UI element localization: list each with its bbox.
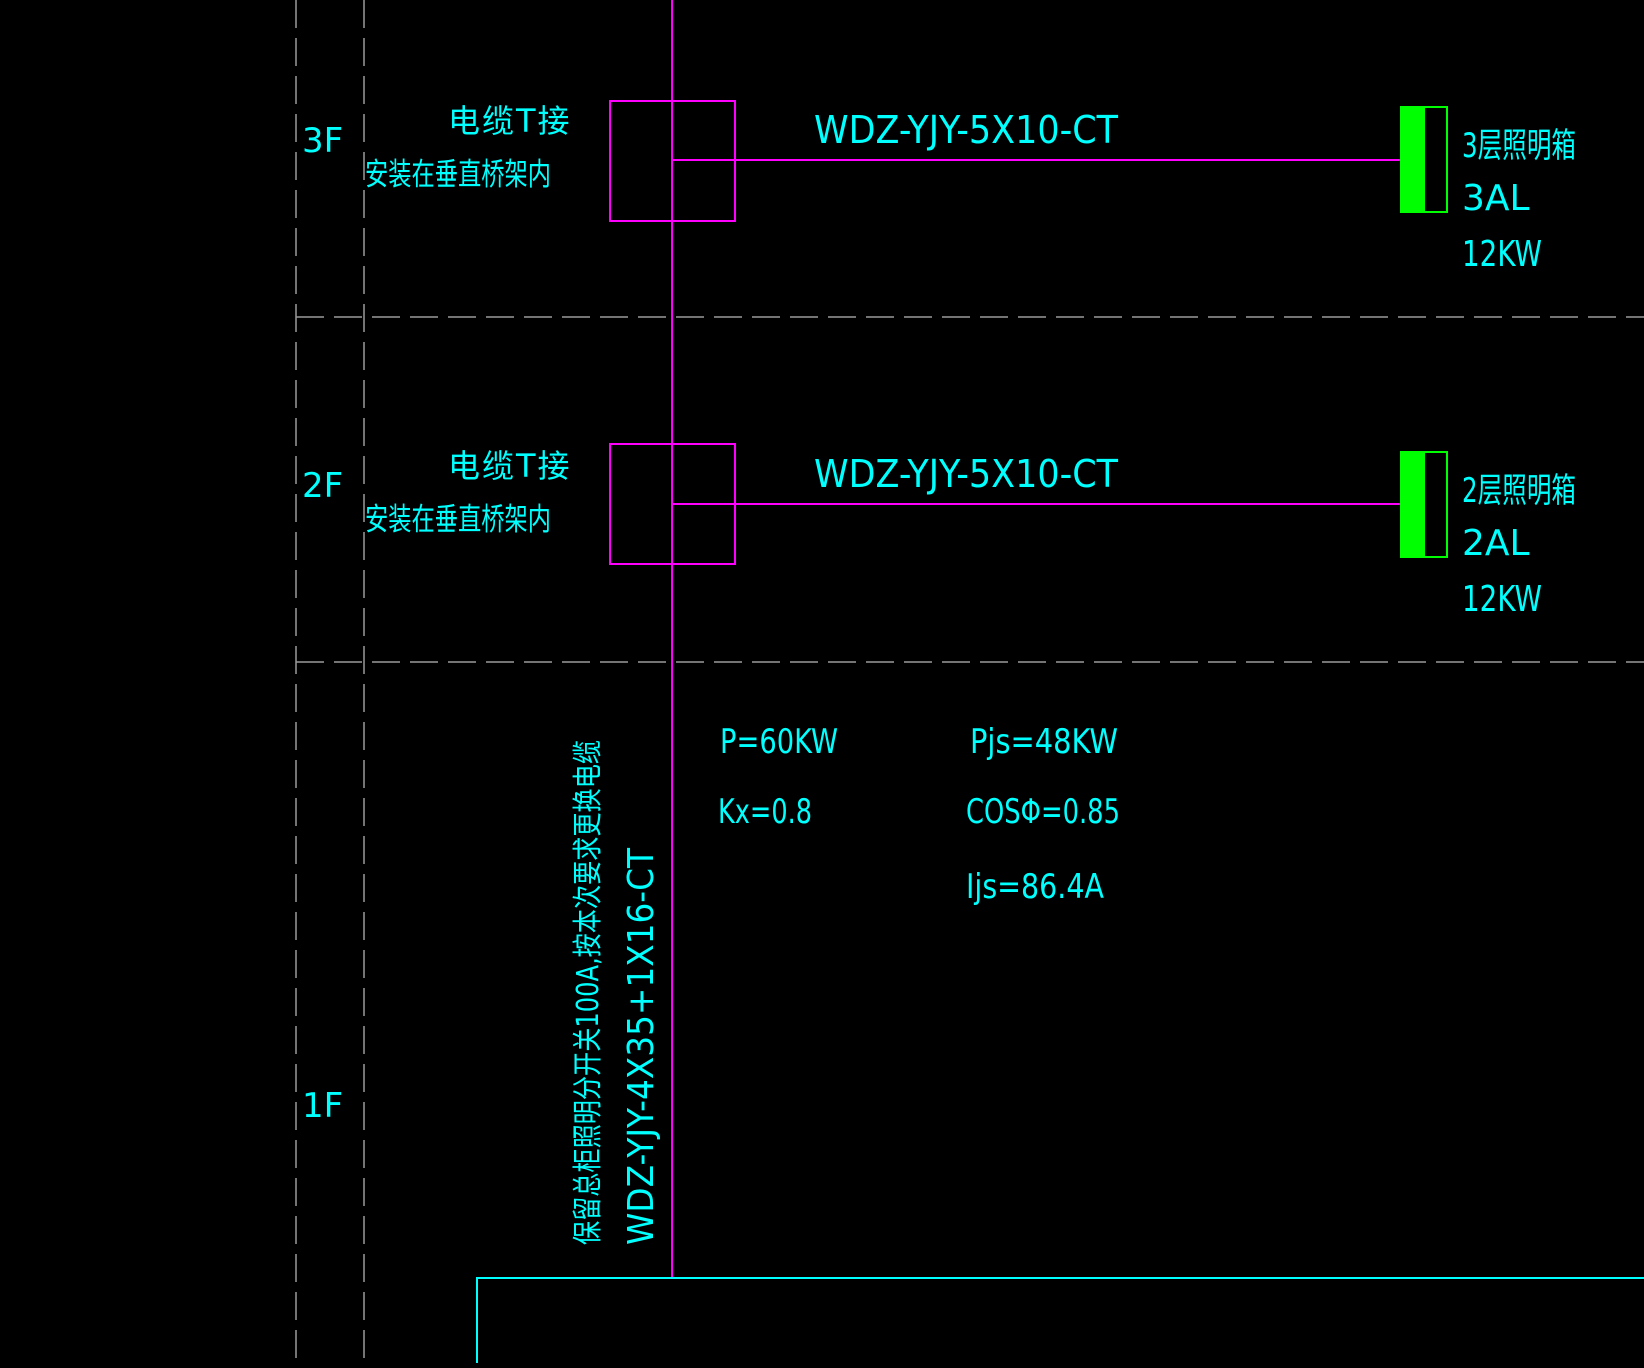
lighting-box-2al-name: 2层照明箱 [1462,471,1576,511]
floor-label-3f: 3F [302,121,343,161]
floor-label-1f: 1F [302,1086,343,1126]
branch-cable-2f-label: WDZ-YJY-5X10-CT [814,452,1119,496]
calc-power-factor: COSΦ=0.85 [966,792,1120,832]
floor-label-2f: 2F [302,466,343,506]
lighting-box-2al-fill [1401,452,1425,557]
junction-2f-subtitle: 安装在垂直桥架内 [365,502,551,538]
calc-current: Ijs=86.4A [966,867,1104,907]
lighting-box-3al-name: 3层照明箱 [1462,126,1576,166]
main-distribution-cabinet[interactable] [476,1277,1644,1363]
lighting-box-2al[interactable] [1400,451,1448,558]
calc-demand-factor: Kx=0.8 [718,792,812,832]
lighting-box-3al-power: 12KW [1462,234,1542,275]
lighting-box-3al[interactable] [1400,106,1448,213]
lighting-box-3al-fill [1401,107,1425,212]
lighting-box-3al-code: 3AL [1462,178,1530,219]
main-switch-note: 保留总柜照明分开关100A,按本次要求更换电缆 [571,740,606,1245]
lighting-box-2al-power: 12KW [1462,579,1542,620]
junction-2f-title: 电缆T接 [448,447,572,485]
lighting-box-2al-code: 2AL [1462,523,1530,564]
branch-cable-3f-label: WDZ-YJY-5X10-CT [814,108,1119,152]
calc-total-power: P=60KW [720,722,838,762]
junction-3f-subtitle: 安装在垂直桥架内 [365,157,551,193]
main-riser-cable-label: WDZ-YJY-4X35+1X16-CT [621,847,662,1245]
calc-demand-power: Pjs=48KW [970,722,1118,762]
junction-3f-title: 电缆T接 [448,102,572,140]
